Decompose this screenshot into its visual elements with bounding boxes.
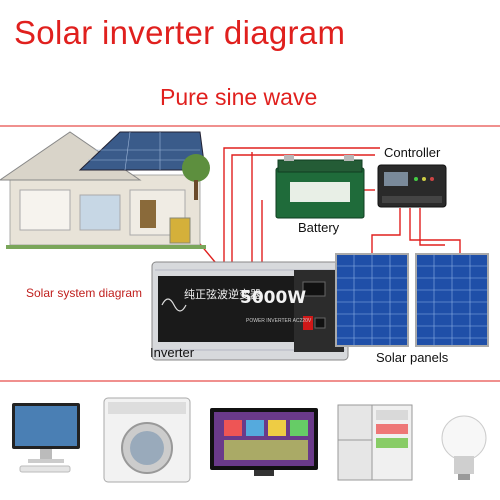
battery-label: Battery [298, 220, 340, 235]
television-icon [210, 408, 318, 476]
controller-label: Controller [384, 145, 441, 160]
solar-panel-left [335, 253, 409, 347]
refrigerator-icon [337, 404, 413, 481]
inverter-label: Inverter [150, 345, 195, 360]
computer-monitor-icon [12, 403, 80, 473]
solar-panel-right [415, 253, 489, 347]
controller-illustration [377, 164, 447, 208]
solar-system-diagram-label: Solar system diagram [26, 286, 143, 300]
light-bulb-icon [441, 415, 487, 480]
house-illustration [0, 131, 210, 249]
diagram-subtitle: Pure sine wave [160, 84, 318, 110]
inverter-chinese-name: 纯正弦波逆变器 [184, 288, 261, 301]
inverter-subtext: POWER INVERTER AC220V [246, 318, 312, 324]
diagram-title: Solar inverter diagram [14, 14, 346, 51]
inverter-power-rating: 5000W [240, 288, 307, 308]
solar-panels-label: Solar panels [376, 350, 449, 365]
battery-illustration [275, 155, 365, 219]
washing-machine-icon [103, 397, 191, 483]
